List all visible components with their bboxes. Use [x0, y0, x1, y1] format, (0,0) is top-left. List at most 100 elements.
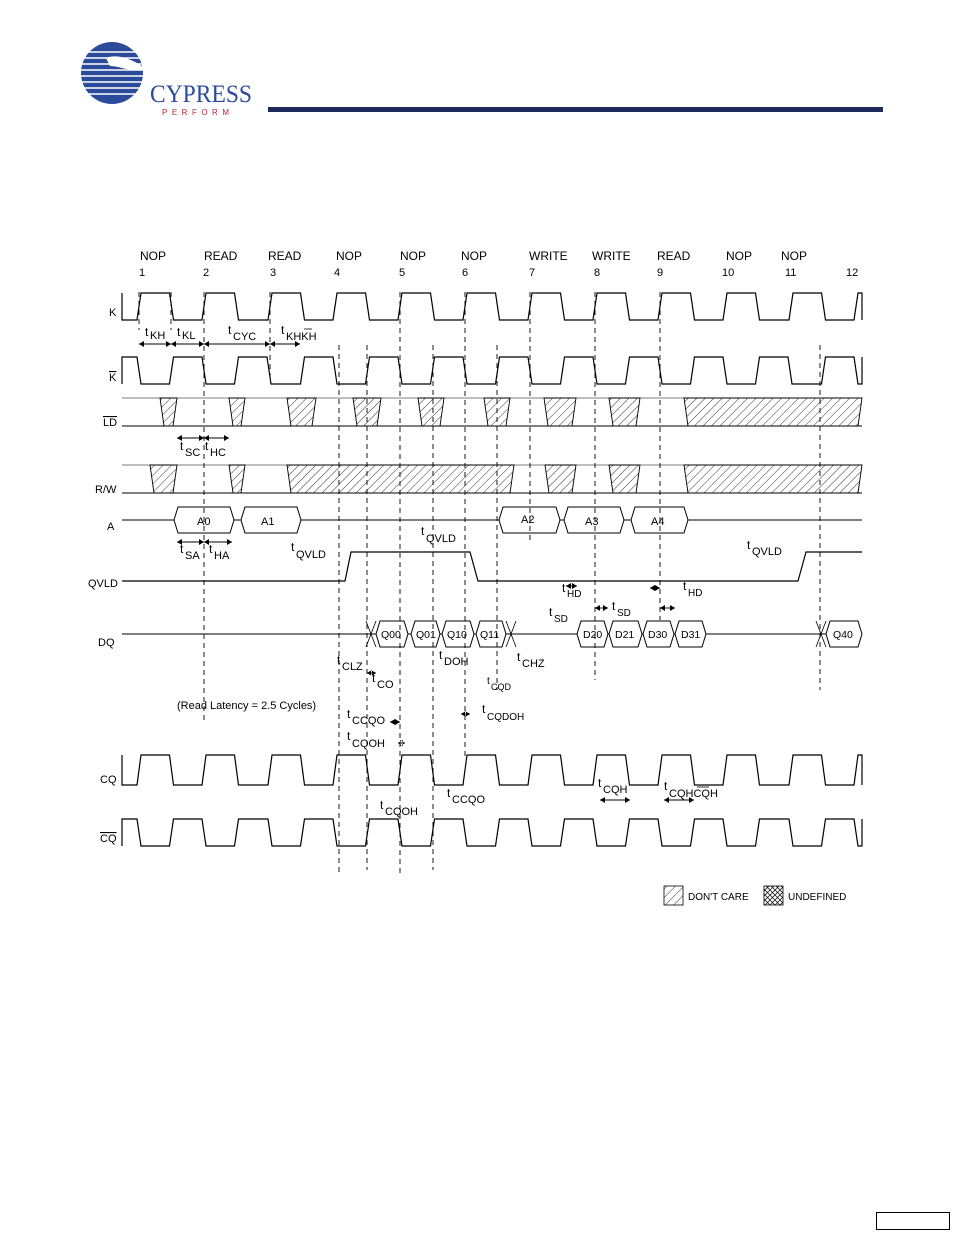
svg-text:t: t: [347, 729, 351, 743]
signal-ld: LD: [103, 417, 117, 429]
cycle-4: 4: [334, 267, 340, 279]
svg-text:t: t: [347, 707, 351, 721]
dq-word-4: [475, 620, 507, 648]
legend-dont-care-label: DON'T CARE: [688, 892, 749, 903]
svg-text:t: t: [281, 323, 285, 337]
rw-dont-care-6: [683, 464, 863, 494]
param-ccqo-2-label: CCQO: [452, 794, 485, 806]
dim-hd-1-heads: [566, 583, 577, 589]
dim-sd-2-heads: [660, 605, 675, 611]
param-kl-label: KL: [182, 330, 195, 342]
param-cqh-label: CQH: [603, 784, 628, 796]
rw-dont-care-3: [286, 464, 515, 494]
command-7: WRITE: [529, 249, 568, 263]
param-sd-2: tSD: [612, 599, 631, 619]
ld-dont-care-1: [159, 397, 178, 427]
svg-text:t: t: [482, 702, 486, 716]
rw-dont-care-1: [149, 464, 178, 494]
data-d31: D31: [681, 629, 700, 641]
cycle-10: 10: [722, 267, 734, 279]
rw-dont-care-4: [544, 464, 577, 494]
param-cqoh-2-label: CQOH: [385, 806, 418, 818]
ld-dont-care-3: [286, 397, 317, 427]
param-hd-2: tHD: [683, 579, 702, 599]
dq-word-7: [642, 620, 675, 648]
signal-a: A: [107, 521, 115, 533]
param-ccqo-1-label: CCQO: [352, 715, 385, 727]
dq-undefined-2: [505, 620, 517, 648]
kbar-clock-waveform: [121, 356, 863, 385]
param-hd-2-label: HD: [688, 588, 702, 599]
command-4: NOP: [336, 249, 362, 263]
param-kh-label: KH: [150, 330, 165, 342]
svg-text:t: t: [291, 540, 295, 554]
address-bus-word-3: [498, 506, 561, 534]
logo-tagline: PERFORM: [162, 108, 234, 117]
signal-rw: R/W: [95, 484, 117, 496]
svg-text:t: t: [337, 653, 341, 667]
param-doh-label: DOH: [444, 656, 469, 668]
command-2: READ: [204, 249, 238, 263]
cycle-6: 6: [462, 267, 468, 279]
data-q01: Q01: [416, 629, 436, 641]
param-qvld-2-label: QVLD: [426, 533, 456, 545]
svg-text:t: t: [747, 538, 751, 552]
k-clock-waveform: [121, 292, 863, 321]
svg-text:t: t: [439, 648, 443, 662]
param-sd-1: tSD: [549, 605, 568, 625]
data-d21: D21: [615, 629, 634, 641]
cycle-7: 7: [529, 267, 535, 279]
svg-text:t: t: [228, 323, 232, 337]
dim-sd-1-heads: [595, 605, 608, 611]
svg-text:t: t: [380, 798, 384, 812]
dim-cqoh-1-heads: [398, 740, 405, 746]
param-clz-label: CLZ: [342, 661, 363, 673]
cycle-2: 2: [203, 267, 209, 279]
cypress-logo: CYPRESS PERFORM: [76, 42, 252, 117]
legend-undefined-swatch: [763, 885, 784, 906]
svg-text:t: t: [598, 776, 602, 790]
cycle-5: 5: [399, 267, 405, 279]
command-6: NOP: [461, 249, 487, 263]
dq-undefined-3: [815, 620, 827, 648]
address-a2: A2: [521, 514, 534, 526]
dq-word-9: [825, 620, 863, 648]
svg-text:t: t: [421, 524, 425, 538]
signal-kbar: K: [109, 372, 117, 384]
svg-text:t: t: [517, 650, 521, 664]
dim-ccqo-1-heads: [390, 719, 400, 725]
command-5: NOP: [400, 249, 426, 263]
rw-dont-care-5: [608, 464, 641, 494]
param-cqdoh-label: CQDOH: [487, 712, 524, 723]
data-d20: D20: [583, 629, 602, 641]
address-bus-word-2: [240, 506, 302, 534]
cycle-8: 8: [594, 267, 600, 279]
command-8: WRITE: [592, 249, 631, 263]
header-rule: [268, 107, 883, 112]
command-11: NOP: [781, 249, 807, 263]
ld-dont-care-7: [543, 397, 577, 427]
svg-text:t: t: [664, 779, 668, 793]
svg-text:t: t: [683, 579, 687, 593]
cycle-11: 11: [785, 267, 796, 279]
globe-icon: [76, 42, 150, 104]
param-chz-label: CHZ: [522, 658, 545, 670]
data-q11: Q11: [480, 629, 499, 641]
command-10: NOP: [726, 249, 752, 263]
data-q10: Q10: [447, 629, 467, 641]
dim-cqdoh-heads: [461, 711, 470, 717]
dim-co-heads: [367, 670, 376, 676]
